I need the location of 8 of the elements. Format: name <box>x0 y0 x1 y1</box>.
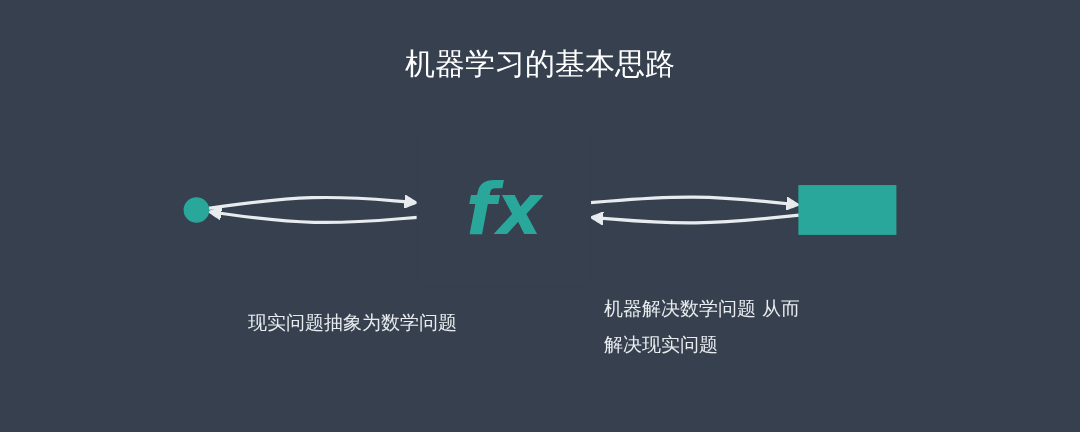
node-text: fx <box>465 168 543 251</box>
node-monitor <box>798 185 897 235</box>
description-text: 机器解决数学问题 从而解决现实问题 <box>604 296 802 357</box>
node-person <box>183 197 210 223</box>
title: 机器学习的基本思路 <box>405 45 675 83</box>
arrow <box>590 195 800 211</box>
description-text: 现实问题抽象为数学问题 <box>248 310 458 335</box>
arrow <box>207 206 418 225</box>
